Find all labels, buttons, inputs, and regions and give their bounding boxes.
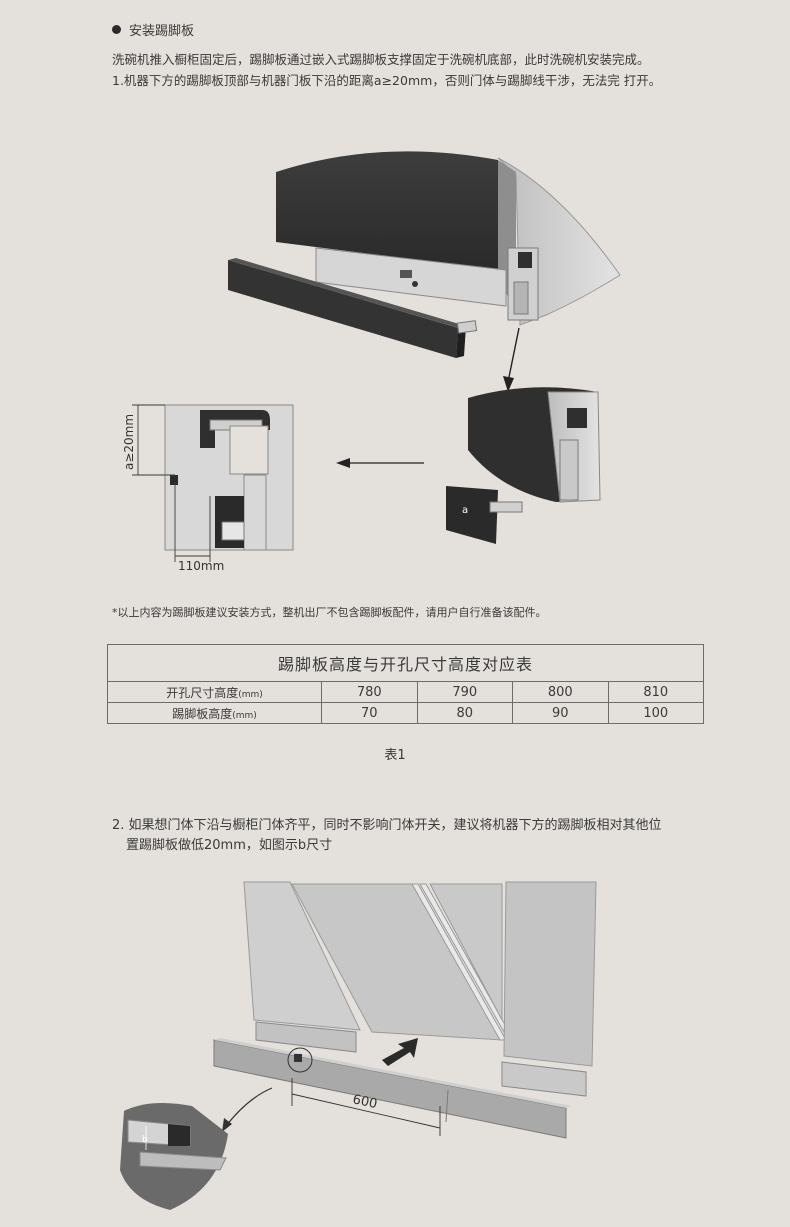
kickboards <box>213 1021 587 1139</box>
instruction-line-1: 洗碗机推入橱柜固定后，踢脚板通过嵌入式踢脚板支撑固定于洗碗机底部，此时洗碗机安装… <box>112 52 650 67</box>
arrow-down <box>507 327 520 383</box>
dishwasher-main-view <box>276 151 621 326</box>
dimension-lines <box>132 404 211 562</box>
section-heading-text: 安装踢脚板 <box>129 24 195 39</box>
row-label: 踢脚板高度(mm) <box>107 702 322 724</box>
dimension-600 <box>291 1078 441 1136</box>
detail-zoom-b: b <box>120 1102 228 1210</box>
table-cell: 80 <box>416 702 513 724</box>
table-cell: 90 <box>512 702 609 724</box>
instruction2-line-1: 2. 如果想门体下沿与橱柜门体齐平，同时不影响门体开关，建议将机器下方的踢脚板相… <box>112 818 662 833</box>
table-row: 踢脚板高度(mm) 70 80 90 100 <box>107 702 704 724</box>
section-heading: 安装踢脚板 <box>112 20 194 39</box>
detail-label-a: a <box>462 505 468 516</box>
row-label: 开孔尺寸高度(mm) <box>107 681 322 703</box>
detail-label-b: b <box>142 1135 148 1145</box>
kickboard-height-table: 踢脚板高度与开孔尺寸高度对应表 开孔尺寸高度(mm) 780 790 800 8… <box>107 644 704 724</box>
kickboard-panel <box>228 258 478 358</box>
table-caption: 表1 <box>384 748 406 763</box>
footnote: *以上内容为踢脚板建议安装方式，整机出厂不包含踢脚板配件，请用户自行准备该配件。 <box>112 606 547 619</box>
dim-label-a: a≥20mm <box>122 414 136 470</box>
table-cell: 800 <box>512 681 609 703</box>
zoom-detail-view: a <box>446 387 601 544</box>
table-row: 开孔尺寸高度(mm) 780 790 800 810 <box>107 681 704 703</box>
push-arrow-icon <box>382 1038 418 1066</box>
cross-section-view <box>164 404 294 551</box>
table-cell: 100 <box>607 702 704 724</box>
detail-circle <box>287 1047 313 1073</box>
table-title: 踢脚板高度与开孔尺寸高度对应表 <box>107 644 704 682</box>
cabinet-doors <box>243 881 597 1067</box>
table-cell: 780 <box>321 681 418 703</box>
instruction-line-2: 1.机器下方的踢脚板顶部与机器门板下沿的距离a≥20mm，否则门体与踢脚线干涉，… <box>112 73 662 88</box>
arrow-curve <box>225 1087 273 1127</box>
table-cell: 810 <box>607 681 704 703</box>
kickboard-installation-figure: a a≥20mm 110mm <box>122 151 621 573</box>
flush-kickboard-figure: 600 b <box>120 881 597 1210</box>
table-cell: 70 <box>321 702 418 724</box>
table-cell: 790 <box>416 681 513 703</box>
bullet-icon <box>112 25 121 34</box>
dim-label-600: 600 <box>351 1092 378 1112</box>
dim-label-110mm: 110mm <box>178 559 224 573</box>
instruction2-line-2: 置踢脚板做低20mm，如图示b尺寸 <box>126 838 333 853</box>
